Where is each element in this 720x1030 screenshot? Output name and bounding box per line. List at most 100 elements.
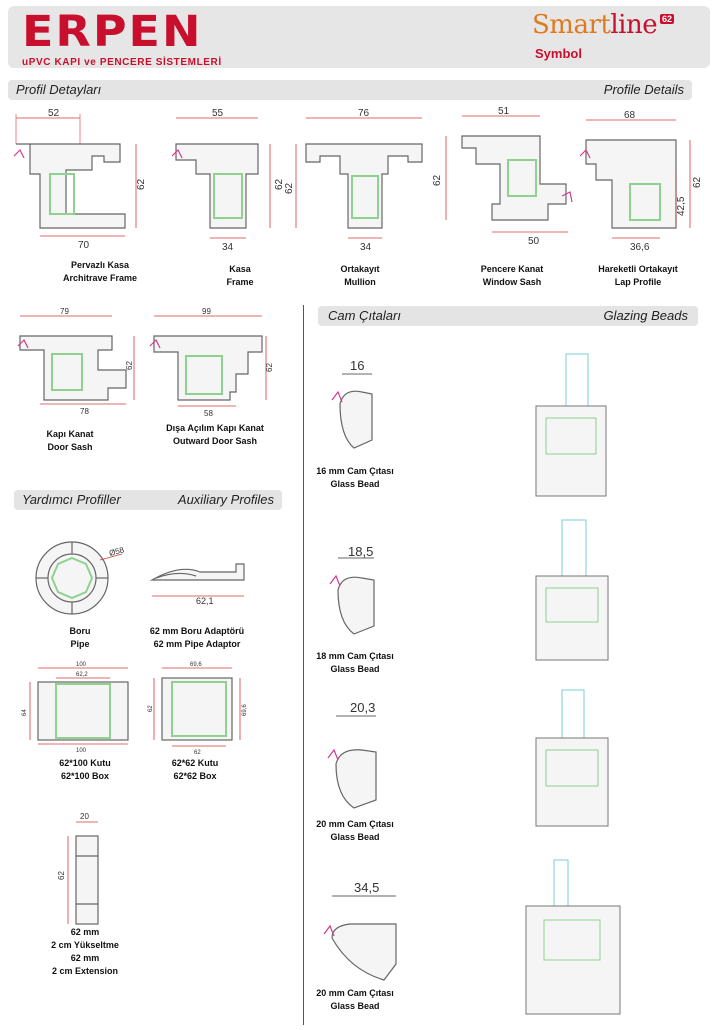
dim-side-2: 42,5 [676,196,687,216]
section-title-left: Yardımcı Profiller [22,492,121,507]
bead-dim: 20,3 [350,700,375,715]
dim-bottom: 78 [80,407,89,416]
dim-bottom: 34 [222,242,234,253]
dim-top: 68 [624,110,636,121]
dim-bottom: 34 [360,242,372,253]
caption-line-3: 62 mm [70,953,100,963]
caption-line-1: 18 mm Cam Çıtası [316,651,394,661]
profile-extension [67,821,99,925]
dim-side: 62 [432,174,443,186]
dim-side: 62 [148,705,154,712]
caption-line-1: Kapı Kanat [46,429,94,439]
caption-extension: 62 mm 2 cm Yükseltme 62 mm 2 cm Extensio… [30,926,140,978]
caption-line-2: Lap Profile [614,277,662,287]
dim-bottom: 62 [194,750,201,756]
caption-box-62x62: 62*62 Kutu 62*62 Box [150,757,240,783]
profile-outward-door-sash [149,315,267,407]
dim-top: 20 [80,812,89,821]
caption-line-2: 62 mm Pipe Adaptor [153,639,241,649]
product-badge: 62 [660,14,675,24]
dim-top: 52 [48,108,60,119]
caption-line-2: Glass Bead [330,479,380,489]
caption-line-2: Door Sash [47,442,93,452]
dim-width: 62,1 [196,596,214,606]
dim-diameter: Ø58 [108,545,125,558]
dim-side: 64 [22,709,28,716]
profile-pipe [35,541,123,615]
dim-side: 62 [125,361,134,370]
caption-line-2: Architrave Frame [62,273,138,283]
header-banner [8,6,710,68]
section-bar-glazing: Cam Çıtaları Glazing Beads [318,306,698,326]
profile-mullion [295,117,423,239]
profile-pipe-adaptor [149,563,245,597]
brand-subtitle: uPVC KAPI ve PENCERE SİSTEMLERİ [22,57,222,68]
dim-bottom: 100 [76,748,87,754]
profile-window-sash [445,115,573,233]
caption-line-2: Mullion [344,277,376,287]
caption-line-4: 2 cm Extension [51,966,119,976]
caption-line-1: Boru [69,626,91,636]
section-bar-auxiliary: Yardımcı Profiller Auxiliary Profiles [14,490,282,510]
caption-line-1: Kasa [229,264,251,274]
bead-16 [331,373,373,449]
caption-line-2: 62*62 Box [173,771,217,781]
dim-side: 62 [265,363,274,372]
caption-line-1: Pencere Kanat [480,264,544,274]
caption-line-2: Glass Bead [330,664,380,674]
section-title-right: Auxiliary Profiles [177,492,274,507]
caption-line-1: 20 mm Cam Çıtası [316,988,394,998]
dim-top-1: 100 [76,662,87,668]
section-title-left: Cam Çıtaları [328,308,401,323]
dim-bottom: 36,6 [630,242,650,253]
caption-line-1: 62 mm [70,927,100,937]
product-name-b: line [610,10,658,40]
bead-assembly-1 [535,353,607,497]
caption-line-2: 62*100 Box [60,771,110,781]
bead-20-3 [327,715,377,809]
dim-top: 51 [498,106,510,117]
dim-top: 76 [358,108,370,119]
dim-bottom: 50 [528,236,540,247]
symbol-label: Symbol [535,46,582,61]
caption-line-2: Glass Bead [330,832,380,842]
bead-18-5 [329,557,375,635]
caption-pipe-adaptor: 62 mm Boru Adaptörü 62 mm Pipe Adaptor [132,625,262,651]
profile-box-62x62 [153,667,241,747]
dim-top: 55 [212,108,224,119]
dim-top: 99 [202,307,211,316]
door-sash-drawings: 79 62 78 99 62 58 [17,307,274,418]
section-title-right: Profile Details [603,82,684,97]
product-logo: Smartline [532,10,658,40]
caption-line-2: Pipe [70,639,90,649]
dim-side: 62 [692,176,703,188]
caption-line-2: Window Sash [482,277,542,287]
bead-dim: 34,5 [354,880,379,895]
caption-line-2: Glass Bead [330,1001,380,1011]
brand-logo: ERPEN [22,6,203,56]
caption-line-1: 62*62 Kutu [171,758,219,768]
caption-line-1: 62 mm Boru Adaptörü [149,626,245,636]
section-title-right: Glazing Beads [603,308,688,323]
dim-side: 62 [274,178,285,190]
caption-line-1: Hareketli Ortakayıt [598,264,678,274]
bead-dim: 18,5 [348,544,373,559]
dim-top: 79 [60,307,69,316]
caption-line-1: Pervazlı Kasa [70,260,130,270]
bead-dim: 16 [350,358,364,373]
profile-lap [579,119,691,239]
product-name-a: Smart [532,10,611,40]
caption-line-1: Dışa Açılım Kapı Kanat [166,423,264,433]
caption-line-2: 2 cm Yükseltme [51,940,119,950]
profile-box-62x100 [29,667,129,745]
caption-line-1: Ortakayıt [340,264,380,274]
dim-bottom: 70 [78,240,90,251]
